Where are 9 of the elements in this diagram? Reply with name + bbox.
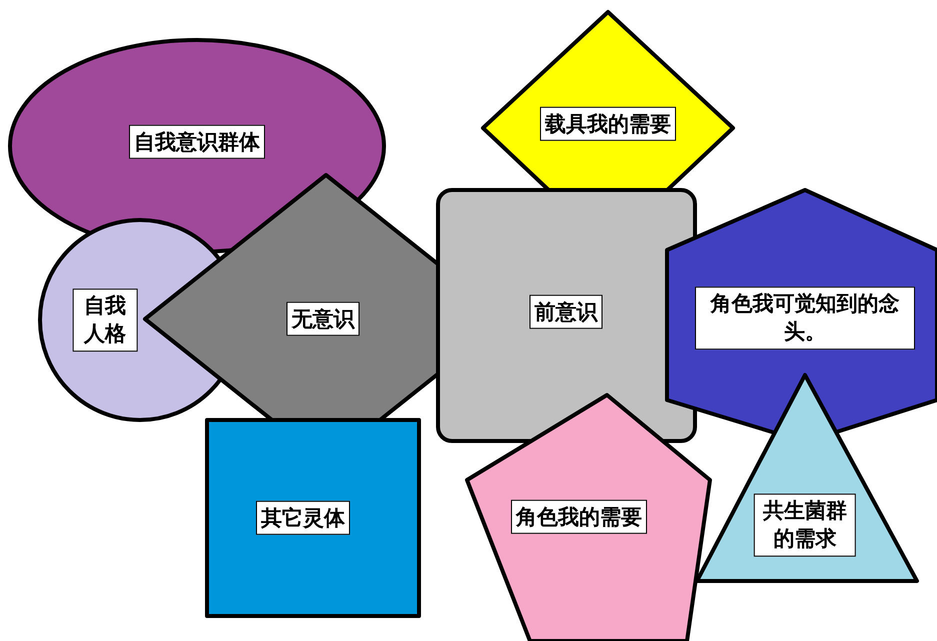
shape-label: 前意识: [530, 294, 602, 330]
shape-label: 其它灵体: [256, 500, 350, 536]
shape-label: 角色我可觉知到的念头。: [695, 286, 915, 350]
shape-label: 角色我的需要: [511, 500, 647, 534]
shape-label: 自我人格: [72, 288, 138, 352]
shape-label: 共生菌群的需求: [754, 494, 856, 556]
shape-label: 无意识: [286, 302, 360, 336]
shape-label: 载具我的需要: [540, 106, 676, 142]
shape-label: 自我意识群体: [129, 124, 265, 160]
